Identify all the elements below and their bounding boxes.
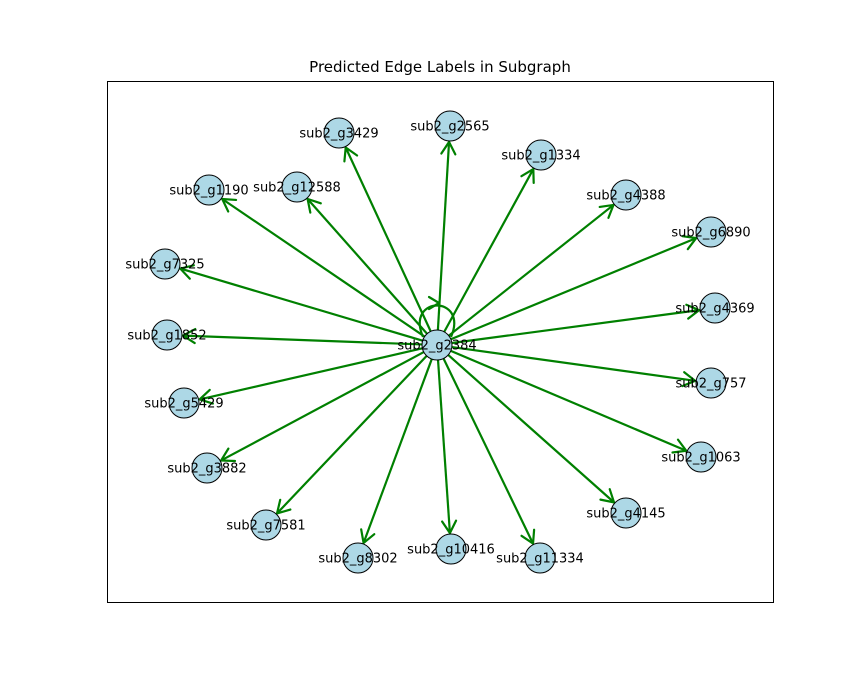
graph-node: sub2_g7581: [226, 509, 306, 541]
node-label: sub2_g1334: [501, 149, 580, 164]
graph-node: sub2_g4145: [586, 497, 666, 529]
edge-sub2_g12588: [306, 197, 428, 335]
chart-title: Predicted Edge Labels in Subgraph: [309, 58, 571, 76]
edge-sub2_g1334: [443, 167, 535, 333]
node-label: sub2_g4145: [586, 507, 665, 522]
nodes-layer: sub2_g2384 sub2_g3429 sub2_g2565 sub2_g1334…: [125, 110, 755, 574]
edge-sub2_g5429: [197, 347, 423, 405]
edge-sub2_g757: [451, 345, 698, 388]
graph-node: sub2_g4388: [586, 179, 666, 211]
graph-node: sub2_g1334: [501, 139, 581, 171]
edge-sub2_g7581: [275, 355, 428, 515]
graph-node: sub2_g1190: [169, 174, 249, 206]
graph-node: sub2_g5429: [144, 387, 224, 419]
edge-sub2_g6890: [450, 235, 699, 341]
edge-sub2_g4388: [448, 203, 616, 337]
edge-sub2_g11334: [442, 358, 536, 546]
graph-node: sub2_g3429: [299, 117, 379, 149]
edge-sub2_g1852: [180, 327, 423, 346]
graph-node: sub2_g2565: [410, 110, 490, 142]
graph-node: sub2_g12588: [253, 171, 341, 203]
node-label: sub2_g3882: [167, 462, 246, 477]
edge-sub2_g3882: [219, 351, 425, 463]
edges-layer: [178, 139, 702, 546]
edge-sub2_g3429: [343, 145, 432, 332]
node-label: sub2_g1852: [127, 329, 206, 344]
edge-sub2_g4145: [447, 354, 616, 504]
node-label: sub2_g8302: [318, 552, 397, 567]
graph-node: sub2_g757: [675, 367, 747, 399]
edge-sub2_g2565: [436, 139, 457, 331]
node-label: sub2_g1063: [661, 451, 740, 466]
node-label: sub2_g1190: [169, 184, 248, 199]
graph-node: sub2_g3882: [167, 452, 247, 484]
edge-sub2_g8302: [360, 358, 433, 546]
graph-node: sub2_g8302: [318, 542, 398, 574]
graph-node: sub2_g11334: [496, 542, 584, 574]
graph-node: sub2_g4369: [675, 292, 755, 324]
node-label: sub2_g4388: [586, 189, 665, 204]
node-label: sub2_g11334: [496, 552, 584, 567]
edge-sub2_g7325: [178, 264, 423, 342]
graph-node: sub2_g6890: [671, 216, 751, 248]
node-label: sub2_g4369: [675, 302, 754, 317]
edge-sub2_g4369: [451, 303, 702, 345]
graph-node: sub2_g10416: [407, 533, 495, 565]
center-node: sub2_g2384: [397, 329, 477, 361]
node-label: sub2_g2384: [397, 339, 476, 354]
node-label: sub2_g757: [675, 377, 746, 392]
node-label: sub2_g7325: [125, 258, 204, 273]
node-label: sub2_g12588: [253, 181, 341, 196]
edge-sub2_g10416: [436, 359, 458, 536]
node-label: sub2_g3429: [299, 127, 378, 142]
self-loop-edge: [418, 295, 456, 338]
node-label: sub2_g7581: [226, 519, 305, 534]
node-label: sub2_g2565: [410, 120, 489, 135]
graph-node: sub2_g1852: [127, 319, 207, 351]
plot-frame: [107, 81, 774, 603]
graph-node: sub2_g7325: [125, 248, 205, 280]
node-label: sub2_g10416: [407, 543, 495, 558]
edge-sub2_g1063: [450, 349, 689, 454]
node-label: sub2_g6890: [671, 226, 750, 241]
edge-sub2_g1190: [220, 197, 426, 338]
graph-node: sub2_g1063: [661, 441, 741, 473]
node-label: sub2_g5429: [144, 397, 223, 412]
